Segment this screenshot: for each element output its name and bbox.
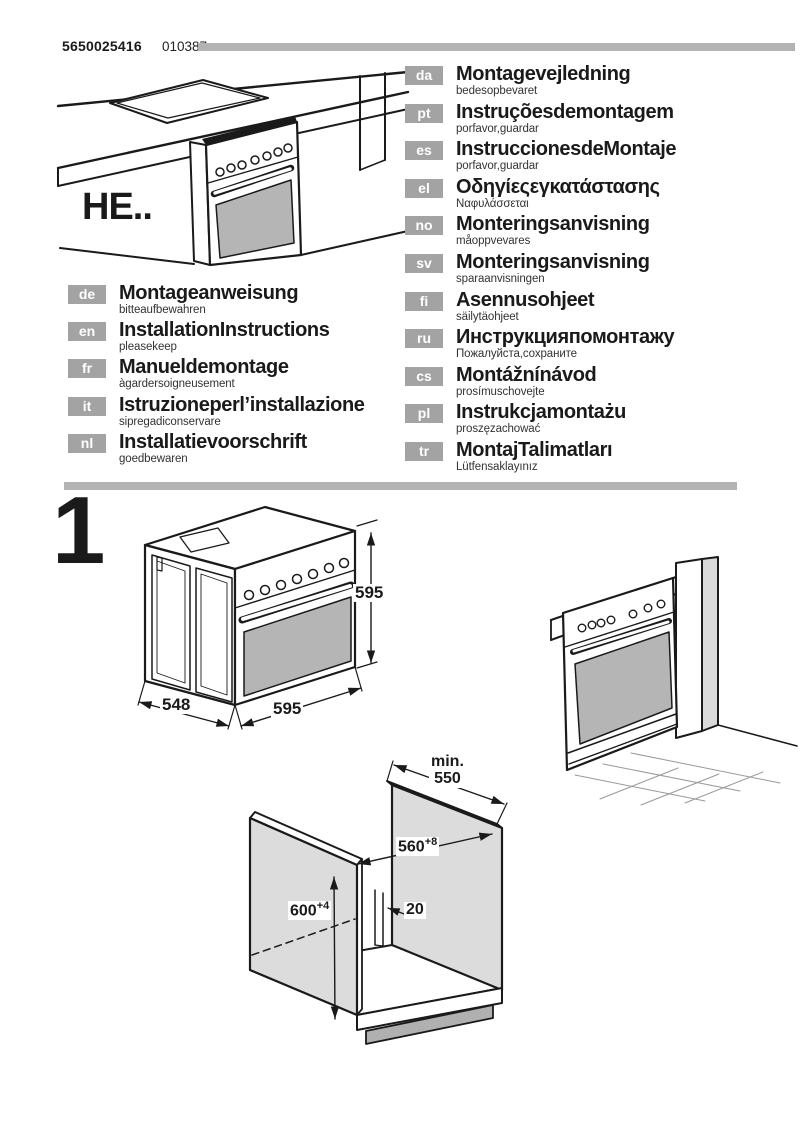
dim-label-gap: 20 (404, 901, 426, 919)
dim-label-niche-depth: min. 550 (429, 753, 466, 788)
document-number: 5650025416 (62, 38, 142, 54)
lang-subtitle: sipregadiconservare (119, 415, 221, 428)
lang-title: Installatievoorschrift (119, 430, 307, 453)
lang-subtitle: bitteaufbewahren (119, 304, 206, 316)
lang-code-badge: fr (68, 359, 106, 379)
lang-code-badge: pt (405, 103, 443, 123)
lang-title: Инструкцияпомонтажу (456, 326, 675, 349)
lang-code-badge: sv (405, 253, 443, 273)
cabinet-niche-figure (248, 760, 508, 1045)
dim-label-oven-height: 595 (353, 583, 386, 602)
lang-subtitle: Пожалуйста,сохраните (456, 348, 577, 361)
lang-code-badge: cs (405, 366, 443, 386)
lang-subtitle: àgardersoigneusement (119, 378, 235, 391)
oven-countertop-illustration (56, 70, 410, 267)
lang-title: Monteringsanvisning (456, 250, 650, 273)
lang-subtitle: säilytäohjeet (456, 310, 519, 323)
niche-height-tolerance: +4 (316, 900, 330, 912)
dim-label-niche-height: 600+4 (288, 900, 332, 921)
installed-oven-illustration (549, 556, 798, 806)
lang-title: Montageanweisung (119, 282, 299, 304)
section-divider-bar (64, 482, 737, 490)
lang-code-badge: nl (68, 433, 106, 453)
lang-code-badge: no (405, 216, 443, 236)
niche-width-tolerance: +8 (424, 836, 438, 848)
language-list-right: da Montagevejledning bedesopbevaret pt I… (405, 64, 800, 478)
lang-code-badge: tr (405, 441, 443, 461)
lang-entry-en: en InstallationInstructions pleasekeep (68, 320, 403, 357)
lang-entry-nl: nl Installatievoorschrift goedbewaren (68, 430, 403, 469)
lang-title: MontajTalimatları (456, 438, 613, 461)
lang-subtitle: Ναφυλάσσεται (456, 197, 529, 210)
lang-subtitle: måoppvevares (456, 235, 531, 248)
lang-entry-cs: cs Montážnínávod prosímuschovejte (405, 363, 800, 403)
lang-subtitle: porfavor,guardar (456, 122, 539, 135)
lang-code-badge: de (68, 285, 106, 304)
lang-subtitle: bedesopbevaret (456, 85, 538, 97)
lang-code-badge: en (68, 322, 106, 342)
lang-entry-sv: sv Monteringsanvisning sparaanvisningen (405, 250, 800, 290)
dim-min-text: min. (431, 753, 464, 770)
lang-subtitle: porfavor,guardar (456, 160, 539, 173)
lang-entry-el: el Οδηγίεςεγκατάστασης Ναφυλάσσεται (405, 175, 800, 215)
lang-entry-fr: fr Manueldemontage àgardersoigneusement (68, 357, 403, 394)
lang-entry-pt: pt Instruçõesdemontagem porfavor,guardar (405, 100, 800, 140)
lang-code-badge: da (405, 66, 443, 85)
lang-entry-ru: ru Инструкцияпомонтажу Пожалуйста,сохран… (405, 327, 800, 365)
model-label: HE.. (82, 186, 153, 228)
lang-subtitle: pleasekeep (119, 341, 177, 354)
lang-subtitle: prosímuschovejte (456, 385, 545, 398)
dim-label-oven-depth: 548 (160, 695, 193, 714)
lang-entry-es: es InstruccionesdeMontaje porfavor,guard… (405, 139, 800, 177)
lang-entry-it: it Istruzioneperl’installazione sipregad… (68, 393, 403, 432)
lang-title: Instruçõesdemontagem (456, 100, 674, 123)
lang-subtitle: goedbewaren (119, 452, 188, 465)
lang-title: Instrukcjamontażu (456, 401, 626, 424)
lang-code-badge: es (405, 141, 443, 161)
lang-title: InstruccionesdeMontaje (456, 138, 677, 161)
header-divider-bar (198, 43, 795, 51)
language-list-left: de Montageanweisung bitteaufbewahren en … (68, 283, 403, 469)
lang-code-badge: it (68, 396, 106, 416)
dim-label-oven-width: 595 (271, 699, 304, 718)
figure-number: 1 (52, 477, 106, 584)
dim-min-value: 550 (434, 769, 461, 787)
lang-code-badge: ru (405, 329, 443, 349)
lang-subtitle: Lütfensaklayınız (456, 460, 538, 473)
lang-subtitle: proszęzachować (456, 423, 541, 436)
lang-entry-de: de Montageanweisung bitteaufbewahren (68, 283, 403, 320)
lang-title: Manueldemontage (119, 356, 289, 379)
lang-title: Οδηγίεςεγκατάστασης (456, 175, 660, 198)
lang-code-badge: pl (405, 404, 443, 424)
lang-subtitle: sparaanvisningen (456, 272, 545, 285)
document-code: 010387 (162, 39, 208, 54)
lang-code-badge: el (405, 178, 443, 198)
lang-title: Montážnínávod (456, 363, 597, 386)
lang-entry-no: no Monteringsanvisning måoppvevares (405, 214, 800, 252)
dim-label-niche-width: 560+8 (396, 836, 440, 857)
lang-title: Montagevejledning (456, 63, 631, 85)
niche-width-value: 560 (398, 838, 425, 856)
lang-title: Istruzioneperl’installazione (119, 393, 365, 416)
lang-title: Asennusohjeet (456, 288, 595, 311)
lang-entry-fi: fi Asennusohjeet säilytäohjeet (405, 288, 800, 328)
oven-dimensions-figure (137, 505, 378, 730)
lang-code-badge: fi (405, 291, 443, 311)
lang-title: Monteringsanvisning (456, 213, 650, 236)
niche-height-value: 600 (290, 902, 317, 920)
lang-entry-pl: pl Instrukcjamontażu proszęzachować (405, 402, 800, 440)
lang-entry-da: da Montagevejledning bedesopbevaret (405, 64, 800, 102)
lang-title: InstallationInstructions (119, 319, 330, 342)
lang-entry-tr: tr MontajTalimatları Lütfensaklayınız (405, 438, 800, 478)
